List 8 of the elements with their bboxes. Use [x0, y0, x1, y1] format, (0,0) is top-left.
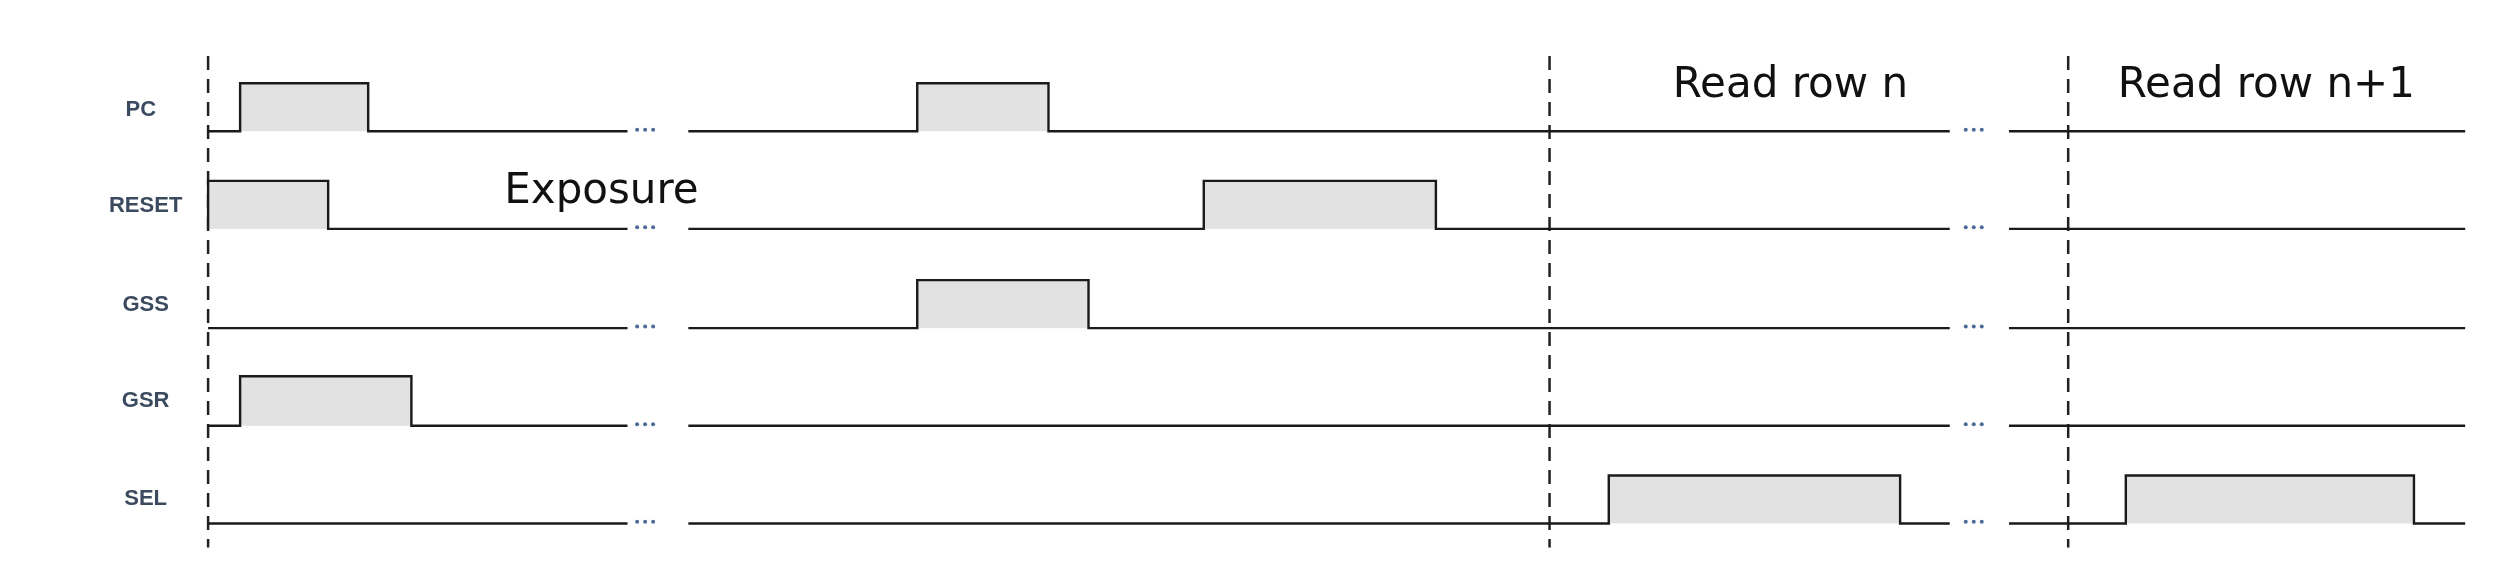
signal-name: GSR: [121, 389, 170, 412]
signal-name: SEL: [124, 486, 168, 509]
signal-name: GSS: [122, 293, 169, 316]
signal-name: RESET: [109, 193, 183, 216]
phase-label: Exposure: [504, 167, 699, 210]
phase-label: Read row n: [1672, 62, 1909, 105]
signal-name: PC: [125, 97, 157, 120]
phase-label: Read row n+1: [2117, 62, 2415, 105]
